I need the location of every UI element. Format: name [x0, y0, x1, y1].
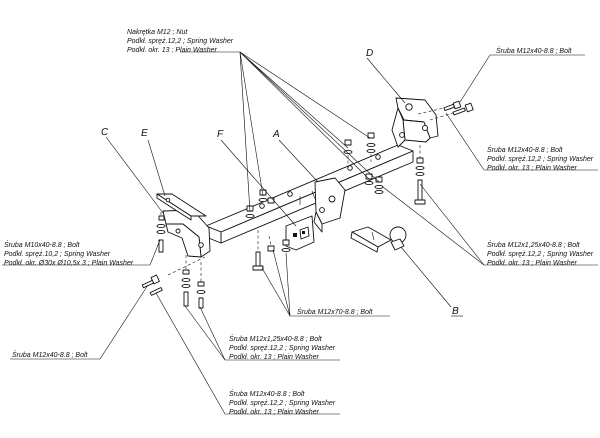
callout-right-low-line2: Podkł. spręż.12,2 ; Spring Washer [487, 251, 594, 258]
fastener-right-upper-bolt [429, 102, 474, 121]
right-mounting-bracket [391, 97, 439, 148]
callout-nut-line3: Podkł. okr. 13 ; Plain Washer [127, 47, 218, 54]
part-label-c: C [101, 127, 109, 138]
fastener-right-lower-stack [364, 145, 426, 205]
callout-right-low-group: Śruba M12x1,25x40-8.8 ; Bolt Podkł. sprę… [487, 240, 594, 267]
callout-left-line2: Podkł. spręż.10,2 ; Spring Washer [4, 251, 111, 258]
callout-bottom-mid-line3: Podkł. okr. 13 ; Plain Washer [229, 354, 320, 361]
callout-right-mid-line3: Podkł. okr. 13 ; Plain Washer [487, 165, 578, 172]
callout-right-mid-line1: Śruba M12x40-8.8 ; Bolt [487, 145, 564, 154]
left-mounting-bracket [162, 209, 211, 258]
hitch-receiver-body [313, 177, 346, 233]
callout-right-top-line1: Śruba M12x40-8.8 ; Bolt [496, 46, 573, 55]
callout-left-bottom-bolt: Śruba M12x40-8.8 ; Bolt [12, 350, 89, 359]
callout-center-line1: Śruba M12x70-8.8 ; Bolt [297, 307, 374, 316]
callout-left-line3: Podkł. okr. Ø30x Ø10,5x 3 ; Plain Washer [4, 260, 134, 267]
part-label-a: A [272, 129, 280, 140]
callout-bottom-mid-line1: Śruba M12x1,25x40-8.8 ; Bolt [229, 334, 323, 343]
fastener-left-stack [156, 212, 166, 253]
leader-lines [2, 51, 598, 415]
callout-bottom-low-group: Śruba M12x40-8.8 ; Bolt Podkł. spręż.12,… [229, 389, 336, 416]
fastener-center-long-bolt [252, 230, 291, 271]
callout-right-low-line3: Podkł. okr. 13 ; Plain Washer [487, 260, 578, 267]
callout-left-bottom-line1: Śruba M12x40-8.8 ; Bolt [12, 350, 89, 359]
callout-nut-line2: Podkł. spręż.12,2 ; Spring Washer [127, 38, 234, 45]
callout-left-line1: Śruba M10x40-8.8 ; Bolt [4, 240, 81, 249]
callout-right-mid-group: Śruba M12x40-8.8 ; Bolt Podkł. spręż.12,… [487, 145, 594, 172]
fastener-nut-stack-center [343, 132, 376, 168]
left-adapter-plate [156, 193, 207, 221]
callout-center-bolt: Śruba M12x70-8.8 ; Bolt [297, 307, 374, 316]
callout-nut-group: Nakrętka M12 ; Nut Podkł. spręż.12,2 ; S… [127, 29, 234, 54]
callout-bottom-low-line2: Podkł. spręż.12,2 ; Spring Washer [229, 400, 336, 407]
part-label-d: D [366, 48, 373, 59]
part-label-f: F [217, 129, 224, 140]
callout-right-mid-line2: Podkł. spręż.12,2 ; Spring Washer [487, 156, 594, 163]
part-label-e: E [141, 128, 148, 139]
electrical-socket-plate [285, 215, 315, 251]
part-label-b: B [452, 306, 459, 317]
callout-bottom-low-line1: Śruba M12x40-8.8 ; Bolt [229, 389, 306, 398]
callout-right-top-bolt: Śruba M12x40-8.8 ; Bolt [496, 46, 573, 55]
callout-nut-line1: Nakrętka M12 ; Nut [127, 29, 188, 36]
callout-bottom-mid-line2: Podkł. spręż.12,2 ; Spring Washer [229, 345, 336, 352]
fastener-right-top-bolt [417, 100, 462, 115]
fastener-left-bottom-bolts [141, 255, 206, 309]
callout-left-group: Śruba M10x40-8.8 ; Bolt Podkł. spręż.10,… [4, 240, 134, 267]
callout-right-low-line1: Śruba M12x1,25x40-8.8 ; Bolt [487, 240, 581, 249]
callout-bottom-mid-group: Śruba M12x1,25x40-8.8 ; Bolt Podkł. sprę… [229, 334, 336, 361]
callout-bottom-low-line3: Podkł. okr. 13 ; Plain Washer [229, 409, 320, 416]
tow-ball-hook [350, 226, 407, 253]
